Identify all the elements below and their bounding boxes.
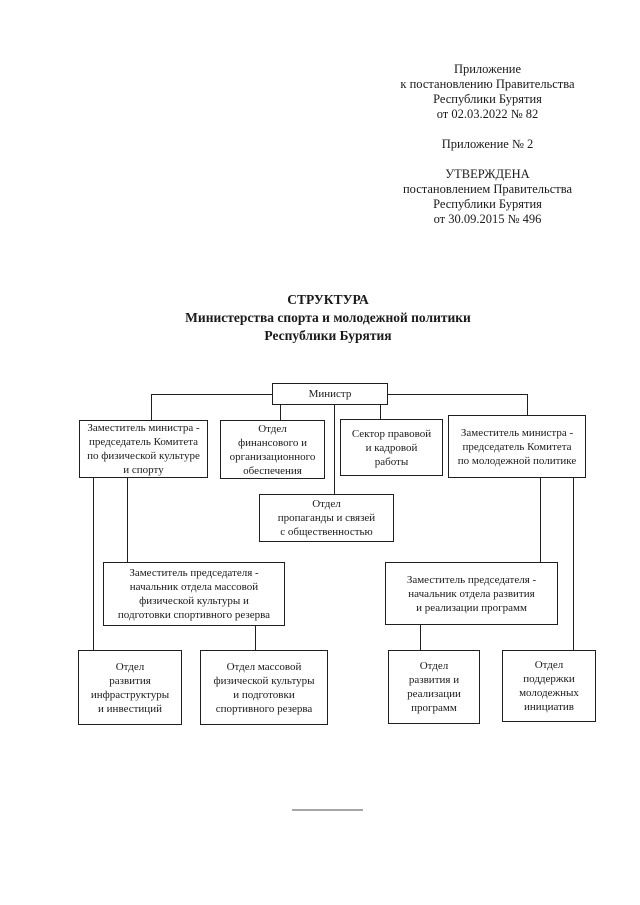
org-node-minister: Министр bbox=[272, 383, 388, 405]
footnote-divider bbox=[292, 809, 363, 811]
stamp-line: от 02.03.2022 № 82 bbox=[436, 107, 539, 121]
stamp-line: УТВЕРЖДЕНА bbox=[445, 167, 530, 181]
connector-minister-deputy-sport-v bbox=[151, 394, 152, 420]
org-node-deputy-minister-sport: Заместитель министра - председатель Коми… bbox=[79, 420, 208, 478]
org-node-mass-sport-dept-label: Отдел массовой физической культуры и под… bbox=[213, 660, 315, 715]
connector-deputy-youth-chair bbox=[540, 478, 541, 562]
org-node-legal-sector: Сектор правовой и кадровой работы bbox=[340, 419, 443, 476]
org-node-deputy-chair-sport-label: Заместитель председателя - начальник отд… bbox=[117, 567, 271, 621]
connector-minister-deputy-sport-h bbox=[151, 394, 272, 395]
connector-chair-sport-mass bbox=[255, 626, 256, 650]
stamp-line: от 30.09.2015 № 496 bbox=[433, 212, 542, 226]
org-node-legal-sector-label: Сектор правовой и кадровой работы bbox=[351, 427, 432, 468]
connector-minister-deputy-youth-h bbox=[388, 394, 527, 395]
title-line-1: СТРУКТУРА bbox=[287, 292, 369, 307]
connector-minister-deputy-youth-v bbox=[527, 394, 528, 415]
org-node-deputy-minister-youth-label: Заместитель министра - председатель Коми… bbox=[457, 426, 577, 467]
stamp-line bbox=[370, 122, 605, 137]
org-node-deputy-chair-sport: Заместитель председателя - начальник отд… bbox=[103, 562, 285, 626]
title-line-2: Министерства спорта и молодежной политик… bbox=[185, 310, 471, 325]
stamp-line: Приложение bbox=[453, 62, 522, 76]
org-node-pr-dept-label: Отдел пропаганды и связей с общественнос… bbox=[277, 498, 376, 538]
org-node-infra-dept: Отдел развития инфраструктуры и инвестиц… bbox=[78, 650, 182, 725]
org-node-program-dept-label: Отдел развития и реализации программ bbox=[407, 660, 461, 714]
connector-deputy-sport-infra bbox=[93, 478, 94, 650]
org-node-minister-label: Министр bbox=[308, 388, 352, 400]
stamp-line: Приложение № 2 bbox=[441, 137, 534, 151]
org-node-finance-dept: Отдел финансового и организационного обе… bbox=[220, 420, 325, 479]
org-node-deputy-chair-youth-label: Заместитель председателя - начальник отд… bbox=[406, 573, 537, 614]
stamp-line: Республики Бурятия bbox=[433, 92, 542, 106]
connector-minister-finance bbox=[280, 405, 281, 420]
stamp-line: постановлением Правительства bbox=[402, 182, 573, 196]
approval-stamp: Приложение к постановлению Правительства… bbox=[370, 62, 605, 227]
org-node-mass-sport-dept: Отдел массовой физической культуры и под… bbox=[200, 650, 328, 725]
connector-minister-legal bbox=[380, 405, 381, 419]
org-node-program-dept: Отдел развития и реализации программ bbox=[388, 650, 480, 724]
stamp-line bbox=[370, 152, 605, 167]
document-title: СТРУКТУРА Министерства спорта и молодежн… bbox=[16, 291, 640, 345]
org-node-deputy-minister-youth: Заместитель министра - председатель Коми… bbox=[448, 415, 586, 478]
connector-deputy-youth-support bbox=[573, 478, 574, 651]
org-node-deputy-chair-youth: Заместитель председателя - начальник отд… bbox=[385, 562, 558, 625]
org-node-youth-support-dept: Отдел поддержки молодежных инициатив bbox=[502, 650, 596, 722]
stamp-line: Республики Бурятия bbox=[433, 197, 542, 211]
stamp-line: к постановлению Правительства bbox=[400, 77, 575, 91]
org-node-infra-dept-label: Отдел развития инфраструктуры и инвестиц… bbox=[90, 660, 170, 715]
connector-chair-youth-program bbox=[420, 625, 421, 650]
org-node-pr-dept: Отдел пропаганды и связей с общественнос… bbox=[259, 494, 394, 542]
connector-minister-pr bbox=[334, 405, 335, 494]
title-line-3: Республики Бурятия bbox=[264, 328, 392, 343]
org-node-finance-dept-label: Отдел финансового и организационного обе… bbox=[229, 422, 316, 477]
connector-deputy-sport-chair bbox=[127, 478, 128, 562]
org-node-deputy-minister-sport-label: Заместитель министра - председатель Коми… bbox=[87, 422, 200, 476]
org-node-youth-support-dept-label: Отдел поддержки молодежных инициатив bbox=[519, 659, 579, 713]
